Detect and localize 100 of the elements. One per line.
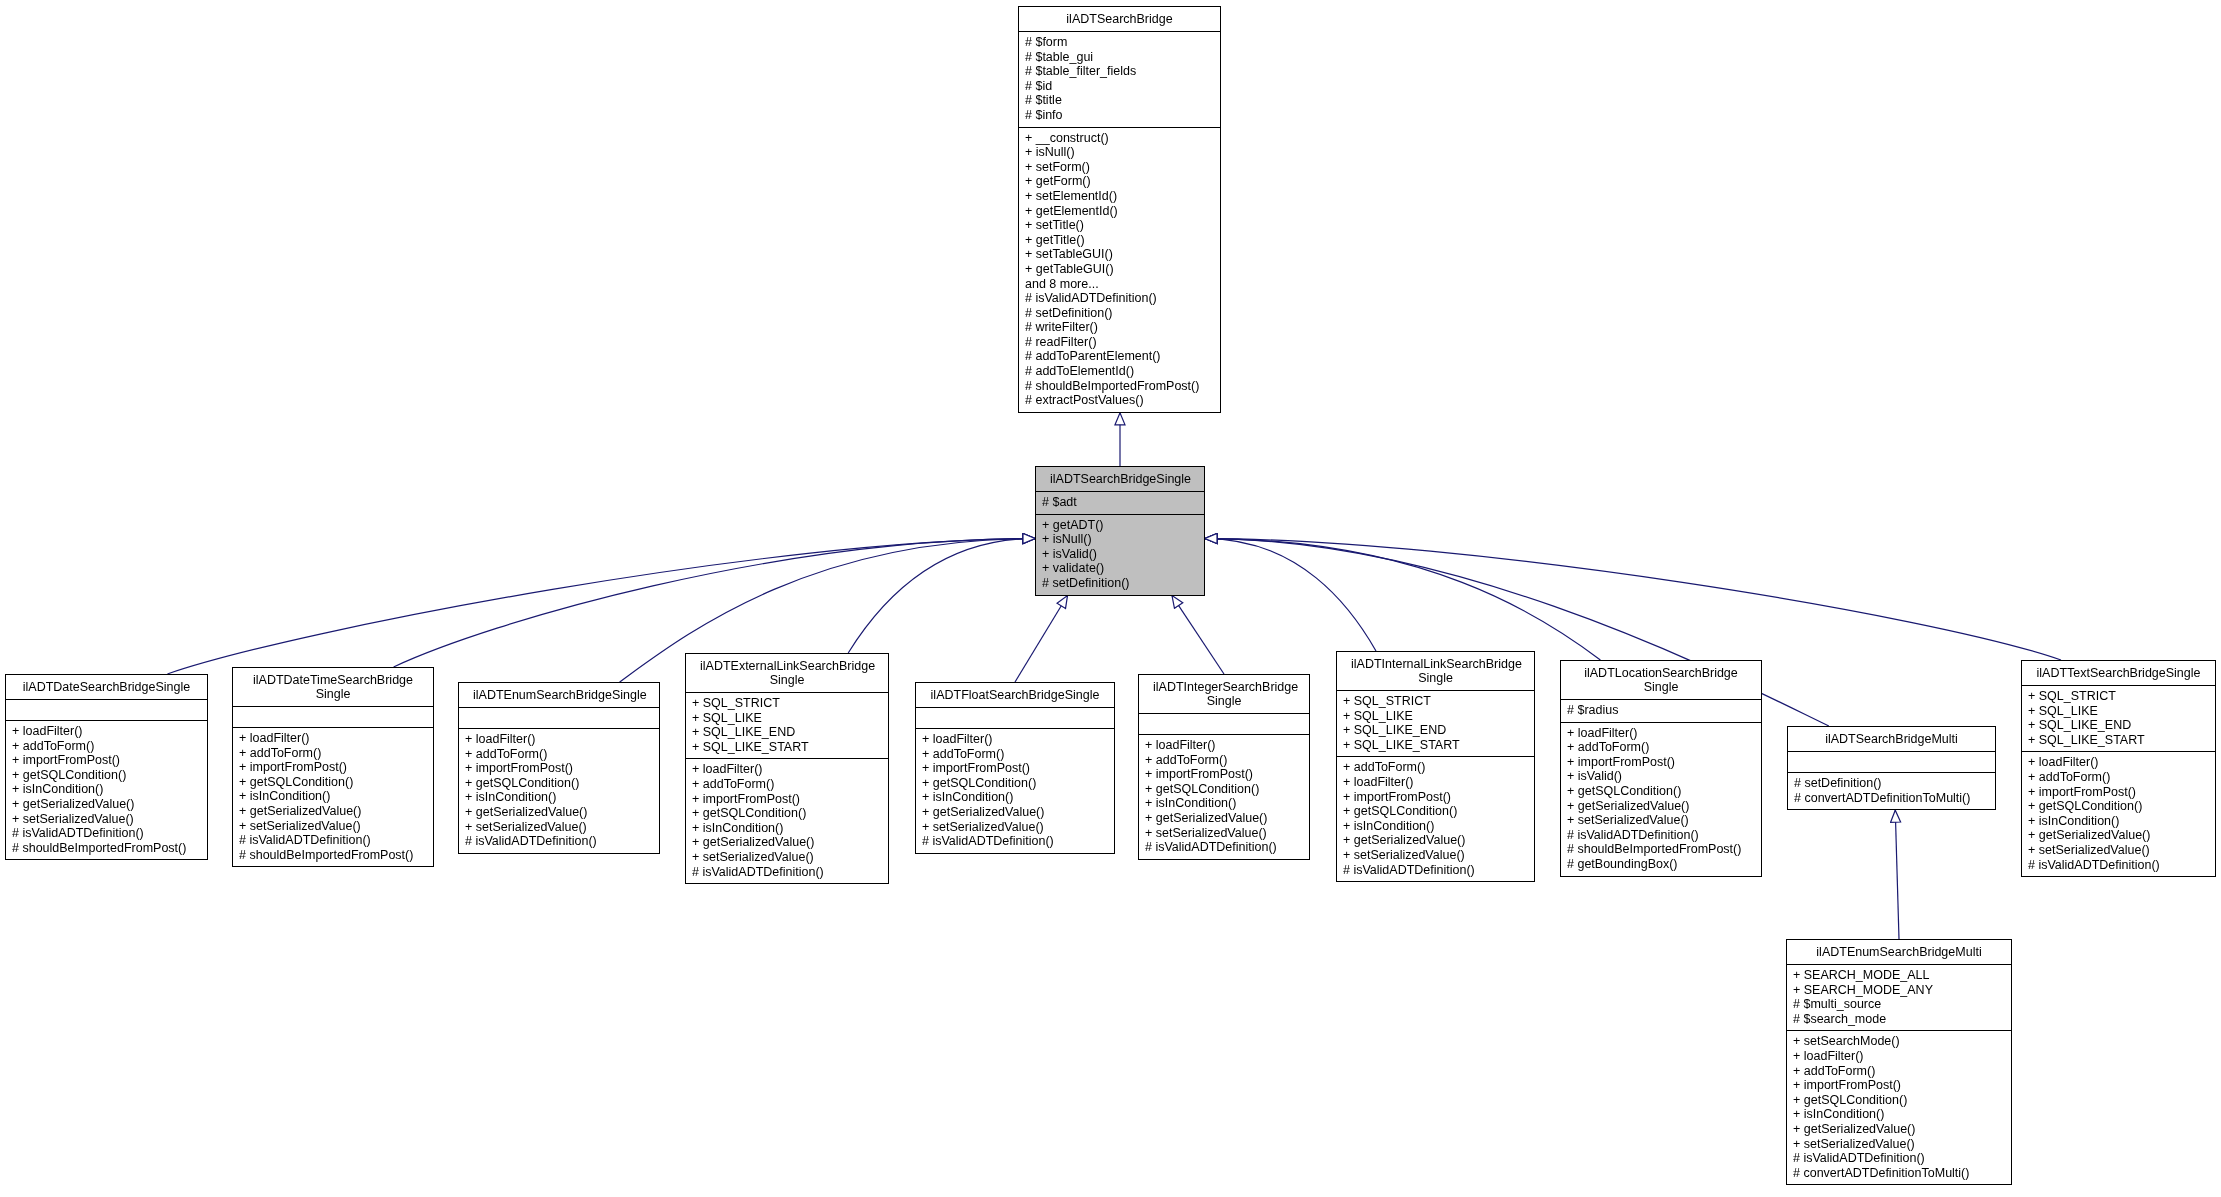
member-entry: # addToParentElement(): [1025, 349, 1162, 365]
class-name: ilADTEnumSearchBridgeMulti: [1815, 944, 1983, 961]
member-entry: + setElementId(): [1025, 188, 1119, 204]
member-entry: + isValid(): [1567, 769, 1623, 784]
member-entry: # isValidADTDefinition(): [2028, 857, 2161, 873]
class-box: [1018, 6, 1221, 413]
member-entry: # shouldBeImportedFromPost(): [1567, 842, 1743, 857]
member-entry: + getSQLCondition(): [239, 774, 355, 790]
member-entry: + setSerializedValue(): [2028, 842, 2151, 858]
class-box: [2021, 660, 2216, 878]
member-entry: # isValidADTDefinition(): [1025, 291, 1158, 306]
member-entry: + loadFilter(): [239, 731, 311, 746]
member-entry: + addToForm(): [2028, 769, 2112, 785]
class-name: ilADTSearchBridge: [1065, 11, 1174, 28]
inheritance-arrow: [847, 533, 1036, 654]
member-entry: # $search_mode: [1793, 1011, 1888, 1027]
member-entry: + setSerializedValue(): [922, 819, 1045, 835]
member-entry: # setDefinition(): [1042, 575, 1131, 591]
class-name: ilADTFloatSearchBridgeSingle: [929, 687, 1101, 704]
member-entry: + getADT(): [1042, 517, 1105, 533]
member-entry: # convertADTDefinitionToMulti(): [1793, 1165, 1971, 1181]
member-entry: + addToForm(): [1145, 752, 1229, 768]
member-entry: + SEARCH_MODE_ANY: [1793, 982, 1934, 998]
member-entry: + addToForm(): [692, 776, 776, 792]
member-entry: + getSQLCondition(): [1343, 804, 1459, 819]
member-entry: + setSerializedValue(): [1793, 1136, 1916, 1152]
member-entry: + SQL_LIKE: [1343, 708, 1414, 724]
member-entry: + isNull(): [1025, 145, 1076, 160]
member-entry: + SQL_LIKE_START: [692, 739, 810, 755]
member-entry: + setSearchMode(): [1793, 1034, 1901, 1049]
member-entry: + getSQLCondition(): [1567, 783, 1683, 799]
member-entry: + getTitle(): [1025, 232, 1086, 248]
class-box: [1138, 674, 1310, 860]
member-entry: + addToForm(): [1793, 1063, 1877, 1079]
member-entry: + getSQLCondition(): [12, 767, 128, 783]
member-entry: + getSQLCondition(): [2028, 799, 2144, 814]
member-entry: + addToForm(): [1567, 740, 1651, 755]
member-entry: + getSerializedValue(): [922, 804, 1046, 820]
member-entry: + SQL_STRICT: [1343, 694, 1432, 709]
class-box: [458, 682, 660, 854]
member-entry: + loadFilter(): [465, 732, 537, 747]
member-entry: + SQL_LIKE_END: [2028, 718, 2133, 733]
class-name: ilADTIntegerSearchBridge Single: [1152, 679, 1300, 710]
member-entry: + getSQLCondition(): [692, 806, 808, 821]
member-entry: + getSQLCondition(): [465, 775, 581, 791]
member-entry: + SQL_STRICT: [2028, 689, 2117, 704]
member-entry: # $radius: [1567, 703, 1620, 718]
inheritance-arrow: [1171, 594, 1225, 675]
member-entry: # writeFilter(): [1025, 320, 1099, 335]
member-entry: # setDefinition(): [1794, 776, 1883, 791]
member-entry: + importFromPost(): [2028, 784, 2137, 800]
member-entry: + setSerializedValue(): [692, 849, 815, 865]
class-box: [5, 674, 208, 861]
member-entry: + getTableGUI(): [1025, 261, 1115, 277]
member-entry: # convertADTDefinitionToMulti(): [1794, 790, 1972, 806]
member-entry: + addToForm(): [465, 746, 549, 762]
member-entry: + isInCondition(): [239, 789, 332, 804]
member-entry: + setTitle(): [1025, 218, 1085, 233]
class-box: [1560, 660, 1762, 877]
member-entry: # shouldBeImportedFromPost(): [1025, 378, 1201, 394]
member-entry: + getSerializedValue(): [1343, 833, 1467, 848]
member-entry: + isInCondition(): [1793, 1107, 1886, 1122]
member-entry: + importFromPost(): [1567, 754, 1676, 770]
member-entry: + SQL_LIKE: [692, 710, 763, 726]
member-entry: + loadFilter(): [12, 724, 84, 739]
member-entry: + importFromPost(): [239, 760, 348, 775]
member-entry: + __construct(): [1025, 130, 1110, 146]
member-entry: and 8 more...: [1025, 276, 1100, 292]
member-entry: + setSerializedValue(): [1567, 813, 1690, 828]
member-entry: + getSQLCondition(): [1793, 1092, 1909, 1108]
member-entry: + getSerializedValue(): [2028, 828, 2152, 843]
member-entry: # isValidADTDefinition(): [1343, 862, 1476, 878]
member-entry: + isValid(): [1042, 546, 1098, 562]
inheritance-arrow: [1014, 594, 1069, 683]
member-entry: + SQL_STRICT: [692, 696, 781, 711]
member-entry: + isInCondition(): [1343, 818, 1436, 834]
member-entry: + SQL_LIKE_END: [692, 725, 797, 740]
member-entry: + loadFilter(): [1343, 774, 1415, 790]
class-name: ilADTInternalLinkSearchBridge Single: [1350, 656, 1523, 687]
member-entry: + getSerializedValue(): [692, 835, 816, 850]
member-entry: + setSerializedValue(): [239, 818, 362, 834]
class-box: [1787, 726, 1996, 811]
member-entry: # readFilter(): [1025, 334, 1098, 350]
member-entry: # isValidADTDefinition(): [465, 834, 598, 849]
member-entry: + setSerializedValue(): [1343, 847, 1466, 863]
member-entry: # isValidADTDefinition(): [1793, 1151, 1926, 1166]
member-entry: # $table_filter_fields: [1025, 64, 1138, 79]
member-entry: + setSerializedValue(): [1145, 825, 1268, 841]
class-name: ilADTDateTimeSearchBridge Single: [252, 672, 414, 703]
class-name: ilADTSearchBridgeSingle: [1049, 471, 1193, 488]
class-box: [1786, 939, 2012, 1186]
member-entry: # isValidADTDefinition(): [239, 833, 372, 848]
member-entry: + isInCondition(): [922, 790, 1015, 805]
member-entry: + SQL_LIKE_END: [1343, 723, 1448, 738]
member-entry: # getBoundingBox(): [1567, 856, 1679, 872]
member-entry: + getSerializedValue(): [1567, 798, 1691, 814]
inheritance-arrow: [1204, 533, 2062, 661]
member-entry: + loadFilter(): [1793, 1048, 1865, 1064]
member-entry: + SQL_LIKE: [2028, 703, 2099, 719]
member-entry: + getElementId(): [1025, 203, 1119, 219]
